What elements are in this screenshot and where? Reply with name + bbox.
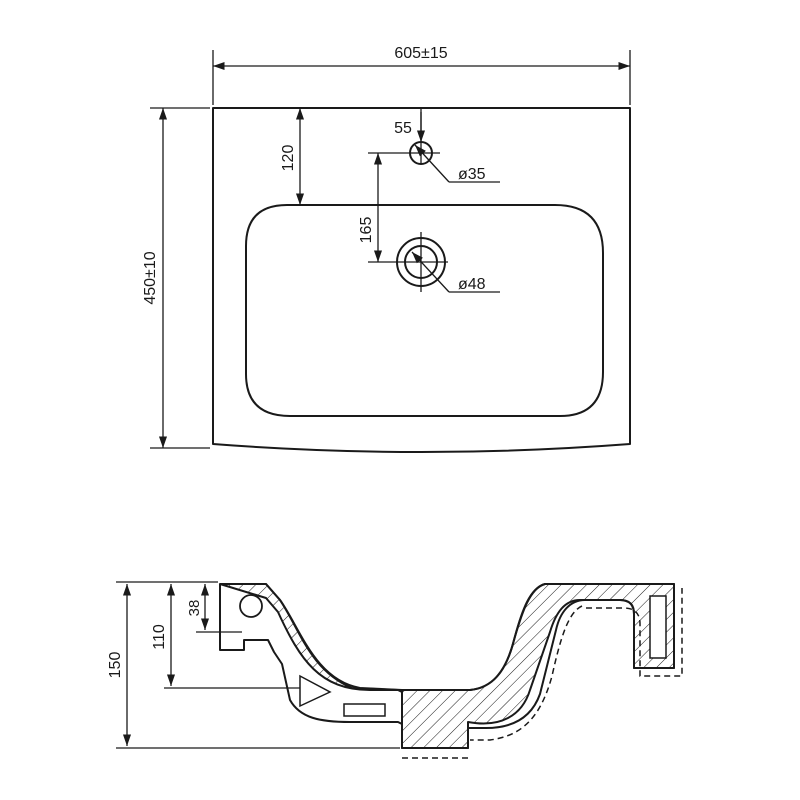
- overflow-height-label: 38: [186, 600, 203, 617]
- depth-dimension: 450±10: [142, 107, 210, 449]
- drain-offset-label: 165: [358, 217, 375, 244]
- plan-view: 605±15 450±10 120 55 ø35 165: [142, 45, 631, 453]
- basin-outline: [212, 107, 631, 453]
- overflow-height-dimension: 38: [186, 584, 210, 630]
- total-height-dimension: 150: [107, 584, 132, 746]
- depth-label: 450±10: [142, 251, 159, 304]
- width-dimension: 605±15: [212, 45, 631, 105]
- tap-diameter-leader: ø35: [414, 144, 500, 183]
- total-height-label: 150: [107, 652, 124, 679]
- drain-offset-dimension: 165: [358, 153, 383, 262]
- drain-hole: [368, 232, 448, 292]
- basin-section-body: [219, 583, 675, 749]
- bowl-depth-dimension: 110: [151, 584, 176, 686]
- section-inner-cutout: [299, 674, 332, 708]
- tap-edge-dimension: 55: [394, 112, 426, 142]
- hidden-outline-left: [470, 605, 583, 741]
- bowl-depth-label: 110: [151, 624, 168, 650]
- basin-section-left-wall: [219, 584, 403, 725]
- bowl-outline: [245, 204, 604, 417]
- hidden-outline-right: [586, 588, 683, 677]
- bowl-offset-dimension: 120: [280, 108, 305, 205]
- section-view: 150 110 38: [107, 581, 683, 759]
- drain-diameter-label: ø48: [458, 276, 486, 293]
- basin-section-drain-outlet: [401, 690, 469, 749]
- section-inner-cutout-2: [343, 703, 386, 717]
- bowl-offset-label: 120: [280, 145, 297, 172]
- drain-diameter-leader: ø48: [411, 251, 500, 293]
- tap-edge-label: 55: [394, 120, 412, 137]
- basin-section-right-bowl: [402, 583, 675, 729]
- overflow-channel: [649, 595, 667, 659]
- overflow-hole: [239, 594, 263, 618]
- width-label: 605±15: [394, 45, 447, 62]
- basin-section-outline: [220, 583, 403, 691]
- tap-diameter-label: ø35: [458, 166, 486, 183]
